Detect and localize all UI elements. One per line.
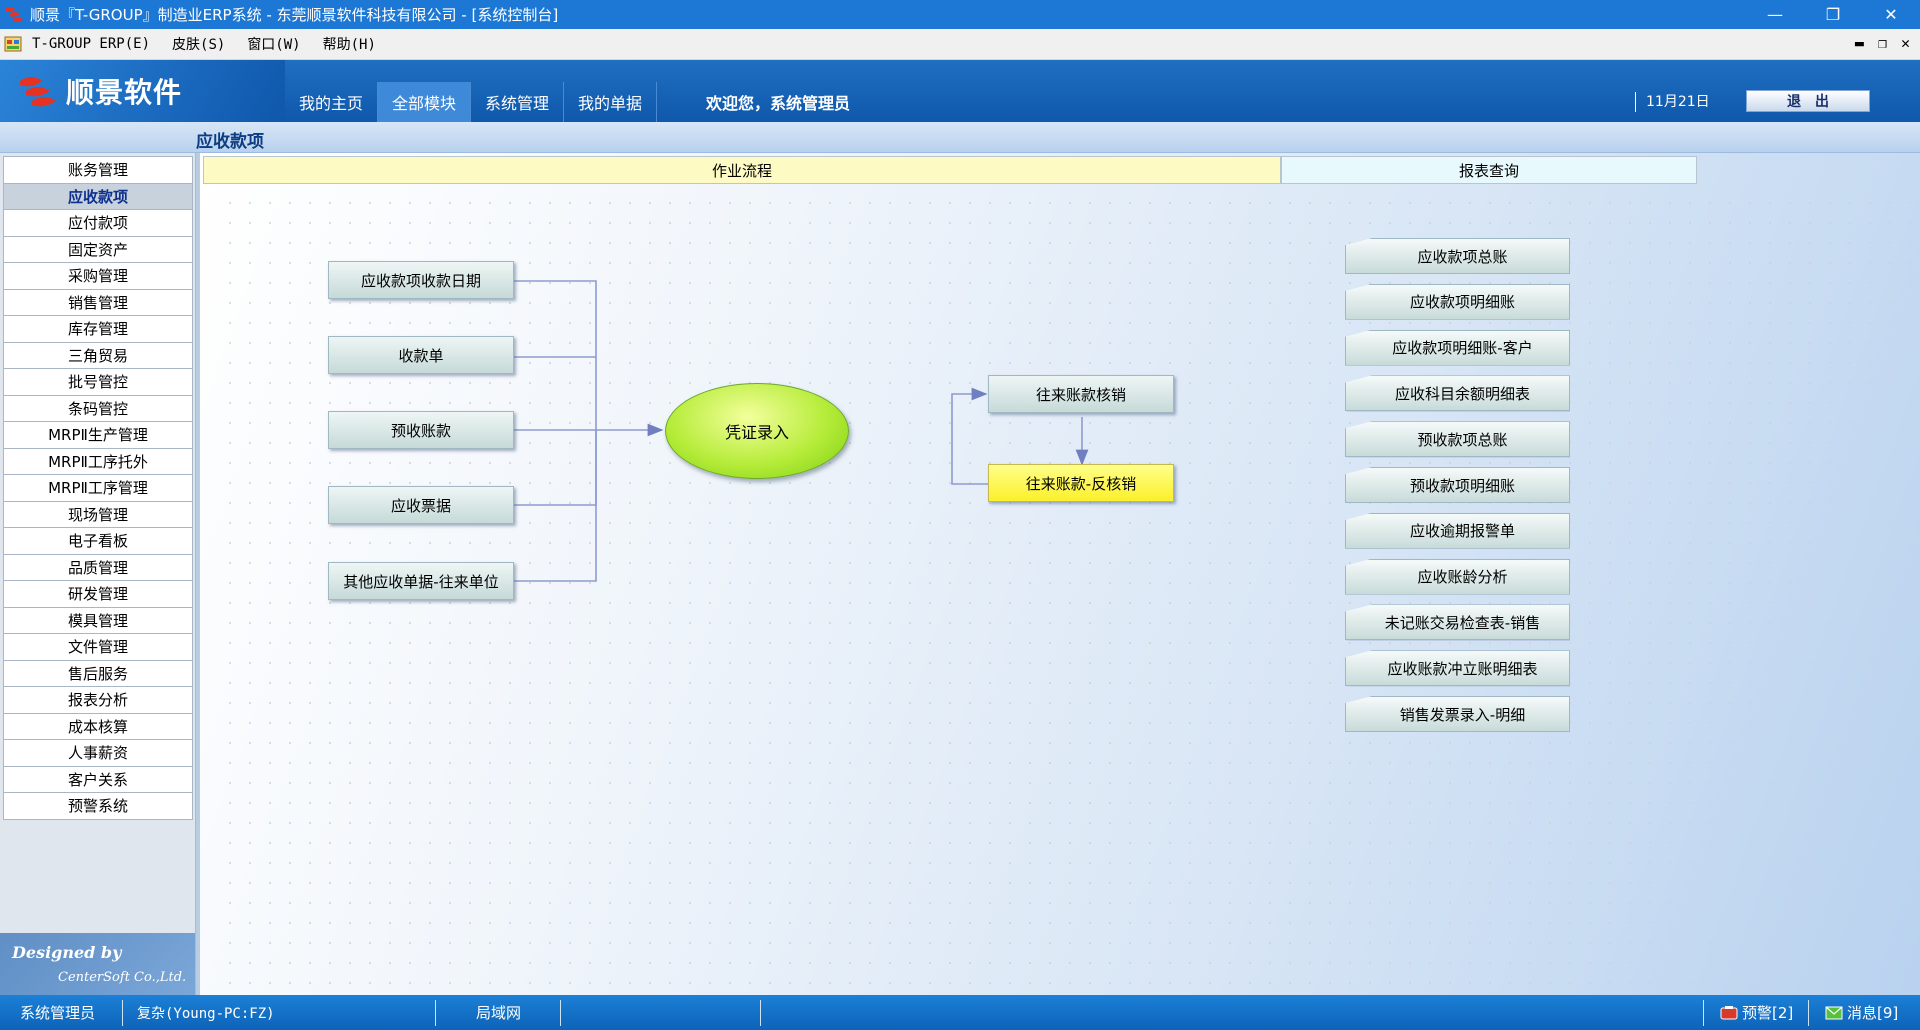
flow-reverse-verify-button[interactable]: 往来账款-反核销 bbox=[988, 464, 1174, 502]
designed-by-label: Designed by bbox=[12, 943, 122, 962]
sidebar-item[interactable]: 固定资产 bbox=[3, 235, 193, 263]
message-icon bbox=[1825, 1006, 1843, 1019]
tab-home[interactable]: 我的主页 bbox=[285, 82, 379, 122]
report-button[interactable]: 预收款项总账 bbox=[1345, 421, 1570, 458]
section-title: 应收款项 bbox=[196, 132, 264, 152]
voucher-entry-node[interactable]: 凭证录入 bbox=[665, 383, 849, 479]
app-header: 顺景软件 我的主页 全部模块 系统管理 我的单据 欢迎您，系统管理员 11月21… bbox=[0, 60, 1920, 122]
alert-label: 预警[2] bbox=[1742, 1004, 1794, 1022]
designed-by-banner: Designed by CenterSoft Co.,Ltd. bbox=[0, 933, 195, 995]
window-titlebar: 顺景『T-GROUP』制造业ERP系统 - 东莞顺景软件科技有限公司 - [系统… bbox=[0, 0, 1920, 29]
main-nav: 我的主页 全部模块 系统管理 我的单据 bbox=[285, 82, 658, 122]
report-button[interactable]: 应收科目余额明细表 bbox=[1345, 375, 1570, 412]
sidebar-item[interactable]: 预警系统 bbox=[3, 792, 193, 820]
tab-workflow[interactable]: 作业流程 bbox=[203, 156, 1281, 184]
sidebar-item[interactable]: 报表分析 bbox=[3, 686, 193, 714]
sidebar-item[interactable]: 现场管理 bbox=[3, 500, 193, 528]
main-panel: 作业流程 报表查询 应收款项收款日期 收款单 预收账款 应收票据 其他应收单据-… bbox=[196, 153, 1920, 995]
flow-verify-button[interactable]: 往来账款核销 bbox=[988, 375, 1174, 413]
report-button[interactable]: 应收账龄分析 bbox=[1345, 558, 1570, 595]
flow-notes-receivable-button[interactable]: 应收票据 bbox=[328, 486, 514, 524]
sidebar-item[interactable]: 研发管理 bbox=[3, 580, 193, 608]
status-alert[interactable]: 预警[2] bbox=[1720, 995, 1793, 1030]
sidebar-item[interactable]: 售后服务 bbox=[3, 659, 193, 687]
menu-bar: T-GROUP ERP(E) 皮肤(S) 窗口(W) 帮助(H) ▬ ❐ ✕ bbox=[0, 29, 1920, 60]
logout-button[interactable]: 退出 bbox=[1746, 90, 1870, 112]
message-label: 消息[9] bbox=[1847, 1004, 1899, 1022]
section-bar: 应收款项 bbox=[0, 122, 1920, 153]
tab-report-query[interactable]: 报表查询 bbox=[1281, 156, 1697, 184]
sidebar-item[interactable]: MRPⅡ工序托外 bbox=[3, 447, 193, 475]
flow-receipt-button[interactable]: 收款单 bbox=[328, 336, 514, 374]
sidebar-item[interactable]: 应付款项 bbox=[3, 209, 193, 237]
flow-receipt-date-button[interactable]: 应收款项收款日期 bbox=[328, 261, 514, 299]
sidebar-item[interactable]: 应收款项 bbox=[3, 182, 193, 210]
report-button[interactable]: 应收款项明细账-客户 bbox=[1345, 329, 1570, 366]
report-button[interactable]: 应收款项总账 bbox=[1345, 238, 1570, 274]
sidebar-item[interactable]: 库存管理 bbox=[3, 315, 193, 343]
sidebar-item[interactable]: 成本核算 bbox=[3, 712, 193, 740]
sidebar-item[interactable]: 人事薪资 bbox=[3, 739, 193, 767]
mdi-close-button[interactable]: ✕ bbox=[1900, 34, 1910, 52]
sidebar-item[interactable]: MRPⅡ生产管理 bbox=[3, 421, 193, 449]
status-message[interactable]: 消息[9] bbox=[1825, 995, 1898, 1030]
status-user: 系统管理员 bbox=[20, 1004, 96, 1022]
sidebar-item[interactable]: 品质管理 bbox=[3, 553, 193, 581]
sidebar-item[interactable]: 模具管理 bbox=[3, 606, 193, 634]
sidebar-item[interactable]: MRPⅡ工序管理 bbox=[3, 474, 193, 502]
alert-icon bbox=[1720, 1005, 1738, 1019]
menu-erp[interactable]: T-GROUP ERP(E) bbox=[32, 36, 151, 52]
minimize-button[interactable]: — bbox=[1767, 5, 1783, 24]
status-network: 局域网 bbox=[476, 1004, 522, 1022]
module-sidebar: 账务管理应收款项应付款项固定资产采购管理销售管理库存管理三角贸易批号管控条码管控… bbox=[0, 153, 196, 995]
sidebar-item[interactable]: 文件管理 bbox=[3, 633, 193, 661]
report-button[interactable]: 应收逾期报警单 bbox=[1345, 512, 1570, 549]
close-button[interactable]: ✕ bbox=[1884, 5, 1898, 24]
mdi-restore-button[interactable]: ❐ bbox=[1877, 34, 1887, 52]
sidebar-item[interactable]: 三角贸易 bbox=[3, 341, 193, 369]
flow-other-receivables-button[interactable]: 其他应收单据-往来单位 bbox=[328, 562, 514, 600]
report-button[interactable]: 应收账款冲立账明细表 bbox=[1345, 650, 1570, 687]
sidebar-item[interactable]: 采购管理 bbox=[3, 262, 193, 290]
sidebar-item[interactable]: 客户关系 bbox=[3, 765, 193, 793]
mdi-minimize-button[interactable]: ▬ bbox=[1854, 34, 1864, 52]
restore-button[interactable]: ❐ bbox=[1825, 5, 1841, 24]
flow-advance-receipt-button[interactable]: 预收账款 bbox=[328, 411, 514, 449]
sidebar-item[interactable]: 电子看板 bbox=[3, 527, 193, 555]
brand-logo-icon bbox=[20, 77, 56, 107]
module-list: 账务管理应收款项应付款项固定资产采购管理销售管理库存管理三角贸易批号管控条码管控… bbox=[3, 156, 193, 820]
date-display: 11月21日 bbox=[1635, 92, 1710, 112]
menu-help[interactable]: 帮助(H) bbox=[322, 37, 376, 53]
sidebar-item[interactable]: 账务管理 bbox=[3, 156, 193, 184]
sidebar-item[interactable]: 条码管控 bbox=[3, 394, 193, 422]
menu-skin[interactable]: 皮肤(S) bbox=[172, 37, 226, 53]
company-label: CenterSoft Co.,Ltd. bbox=[58, 970, 187, 985]
status-server: 复杂(Young-PC:FZ) bbox=[137, 1005, 275, 1022]
brand-name: 顺景软件 bbox=[66, 76, 183, 109]
app-logo-icon bbox=[5, 6, 23, 22]
sidebar-item[interactable]: 销售管理 bbox=[3, 288, 193, 316]
report-button[interactable]: 销售发票录入-明细 bbox=[1345, 696, 1570, 732]
menu-window[interactable]: 窗口(W) bbox=[247, 37, 301, 53]
report-button[interactable]: 预收款项明细账 bbox=[1345, 467, 1570, 503]
welcome-text: 欢迎您，系统管理员 bbox=[706, 94, 851, 113]
window-title: 顺景『T-GROUP』制造业ERP系统 - 东莞顺景软件科技有限公司 - [系统… bbox=[30, 6, 559, 24]
tab-all-modules[interactable]: 全部模块 bbox=[378, 82, 472, 122]
tab-system-management[interactable]: 系统管理 bbox=[471, 82, 565, 122]
report-button[interactable]: 未记账交易检查表-销售 bbox=[1345, 604, 1570, 641]
sidebar-item[interactable]: 批号管控 bbox=[3, 368, 193, 396]
report-button[interactable]: 应收款项明细账 bbox=[1345, 283, 1570, 320]
status-bar: 系统管理员 复杂(Young-PC:FZ) 局域网 预警[2] 消息[9] bbox=[0, 995, 1920, 1030]
tab-my-documents[interactable]: 我的单据 bbox=[564, 82, 658, 122]
erp-app-icon[interactable] bbox=[4, 36, 22, 52]
brand: 顺景软件 bbox=[0, 60, 285, 122]
